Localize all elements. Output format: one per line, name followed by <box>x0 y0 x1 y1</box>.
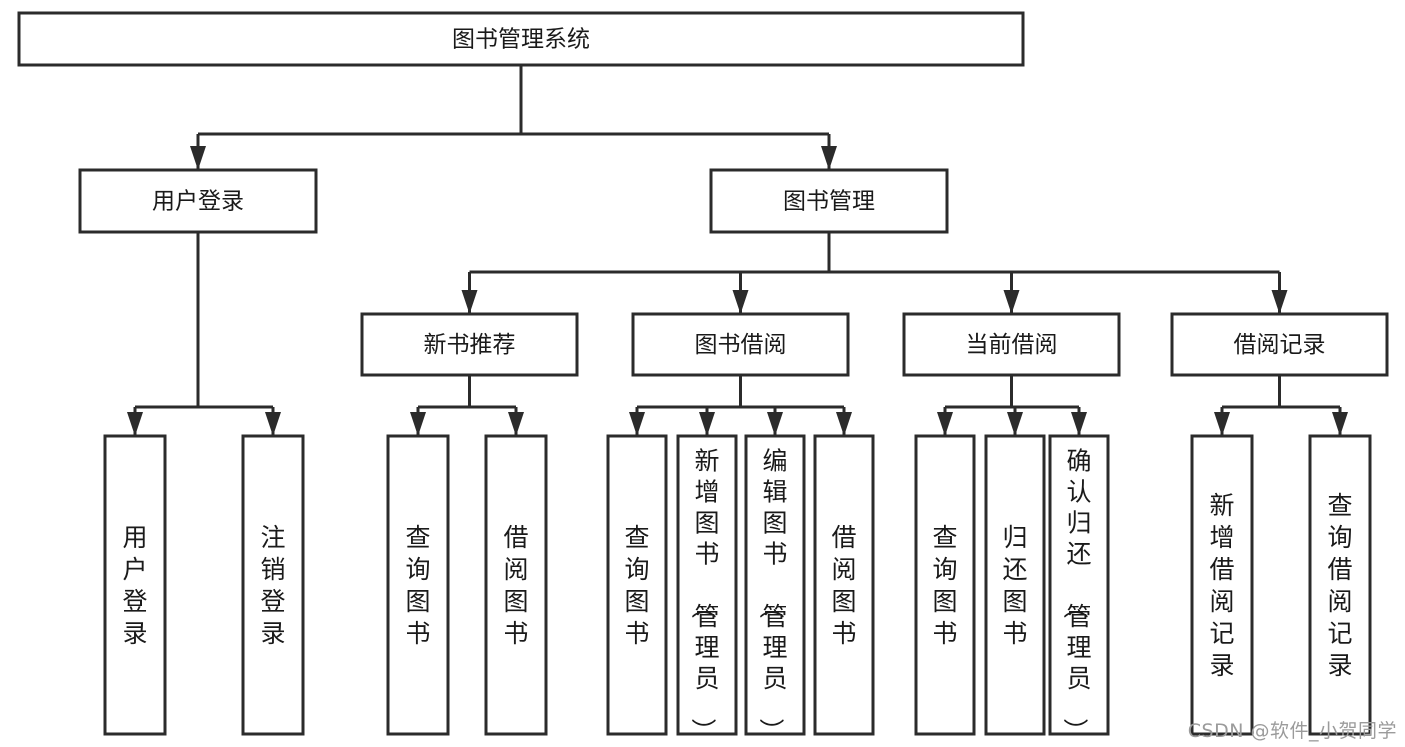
arrow-head-icon <box>461 290 478 314</box>
node-box[interactable] <box>631 312 850 377</box>
node-leaf-c-query[interactable]: 查询图书 <box>914 434 976 736</box>
arrow-head-icon <box>937 412 953 436</box>
arrow-head-icon <box>1071 412 1087 436</box>
arrow-head-icon <box>1332 412 1348 436</box>
node-leaf-b-edit[interactable]: 编辑图书（管理员） <box>744 434 806 743</box>
arrow-head-icon <box>1007 412 1023 436</box>
arrow-head-icon <box>127 412 143 436</box>
node-l1-user[interactable]: 用户登录 <box>78 168 318 234</box>
node-box[interactable] <box>17 11 1025 67</box>
node-label: 借阅图书 <box>831 523 856 648</box>
node-label: 注销登录 <box>260 523 285 648</box>
node-label: 用户登录 <box>152 189 244 215</box>
node-leaf-r-query[interactable]: 查询借阅记录 <box>1308 434 1372 736</box>
node-box[interactable] <box>914 434 976 736</box>
node-box[interactable] <box>1190 434 1254 736</box>
node-leaf-c-return[interactable]: 归还图书 <box>984 434 1046 736</box>
arrow-head-icon <box>767 412 783 436</box>
arrow-head-icon <box>699 412 715 436</box>
node-l2-record[interactable]: 借阅记录 <box>1170 312 1389 377</box>
arrow-head-icon <box>821 146 837 170</box>
node-label: 当前借阅 <box>966 332 1058 358</box>
node-label: 新增借阅记录 <box>1209 491 1234 680</box>
edge-group-l2_borrow <box>629 375 852 436</box>
node-box[interactable] <box>484 434 548 736</box>
arrow-head-icon <box>1003 290 1020 314</box>
node-label: 借阅图书 <box>503 523 528 648</box>
node-label: 确认归还（管理员） <box>1060 446 1091 743</box>
node-label: 新增图书（管理员） <box>688 446 719 743</box>
node-leaf-b-add[interactable]: 新增图书（管理员） <box>676 434 738 743</box>
node-label: 归还图书 <box>1002 523 1027 648</box>
edge-group-root <box>190 65 837 170</box>
node-l2-borrow[interactable]: 图书借阅 <box>631 312 850 377</box>
node-box[interactable] <box>360 312 579 377</box>
node-leaf-user-logout[interactable]: 注销登录 <box>241 434 305 736</box>
node-leaf-r-add[interactable]: 新增借阅记录 <box>1190 434 1254 736</box>
edge-group-l2_current <box>937 375 1087 436</box>
arrow-head-icon <box>1214 412 1230 436</box>
arrow-head-icon <box>629 412 645 436</box>
edge-group-l2_record <box>1214 375 1348 436</box>
arrow-head-icon <box>1271 290 1288 314</box>
node-leaf-b-query[interactable]: 查询图书 <box>606 434 668 736</box>
node-label: 新书推荐 <box>424 332 516 358</box>
edges-layer <box>127 65 1348 436</box>
node-box[interactable] <box>386 434 450 736</box>
arrow-head-icon <box>836 412 852 436</box>
arrow-head-icon <box>410 412 426 436</box>
node-leaf-c-confirm[interactable]: 确认归还（管理员） <box>1048 434 1110 743</box>
node-leaf-new-borrow[interactable]: 借阅图书 <box>484 434 548 736</box>
arrow-head-icon <box>190 146 206 170</box>
node-label: 查询借阅记录 <box>1327 491 1352 680</box>
node-box[interactable] <box>606 434 668 736</box>
node-box[interactable] <box>744 434 806 736</box>
node-root[interactable]: 图书管理系统 <box>17 11 1025 67</box>
edge-group-l1_book <box>461 232 1288 314</box>
node-box[interactable] <box>103 434 167 736</box>
node-label: 图书借阅 <box>695 332 787 358</box>
edge-group-l1_user <box>127 232 281 436</box>
node-leaf-b-borrow[interactable]: 借阅图书 <box>813 434 875 736</box>
node-box[interactable] <box>241 434 305 736</box>
node-box[interactable] <box>813 434 875 736</box>
node-leaf-new-query[interactable]: 查询图书 <box>386 434 450 736</box>
node-label: 图书管理 <box>783 189 875 215</box>
node-box[interactable] <box>1048 434 1110 736</box>
node-label: 查询图书 <box>932 523 957 648</box>
node-l1-book[interactable]: 图书管理 <box>709 168 949 234</box>
node-leaf-user-login[interactable]: 用户登录 <box>103 434 167 736</box>
edge-group-l2_new <box>410 375 524 436</box>
arrow-head-icon <box>265 412 281 436</box>
node-box[interactable] <box>709 168 949 234</box>
nodes-layer: 图书管理系统用户登录图书管理新书推荐图书借阅当前借阅借阅记录用户登录注销登录查询… <box>17 11 1389 743</box>
node-l2-new[interactable]: 新书推荐 <box>360 312 579 377</box>
node-l2-current[interactable]: 当前借阅 <box>902 312 1121 377</box>
node-label: 查询图书 <box>405 523 430 648</box>
arrow-head-icon <box>508 412 524 436</box>
node-box[interactable] <box>78 168 318 234</box>
node-box[interactable] <box>902 312 1121 377</box>
node-label: 借阅记录 <box>1234 332 1326 358</box>
node-label: 用户登录 <box>122 523 147 648</box>
arrow-head-icon <box>732 290 749 314</box>
node-box[interactable] <box>1308 434 1372 736</box>
node-label: 查询图书 <box>624 523 649 648</box>
node-label: 图书管理系统 <box>452 27 590 53</box>
node-box[interactable] <box>1170 312 1389 377</box>
node-box[interactable] <box>676 434 738 736</box>
node-label: 编辑图书（管理员） <box>756 446 787 743</box>
node-box[interactable] <box>984 434 1046 736</box>
